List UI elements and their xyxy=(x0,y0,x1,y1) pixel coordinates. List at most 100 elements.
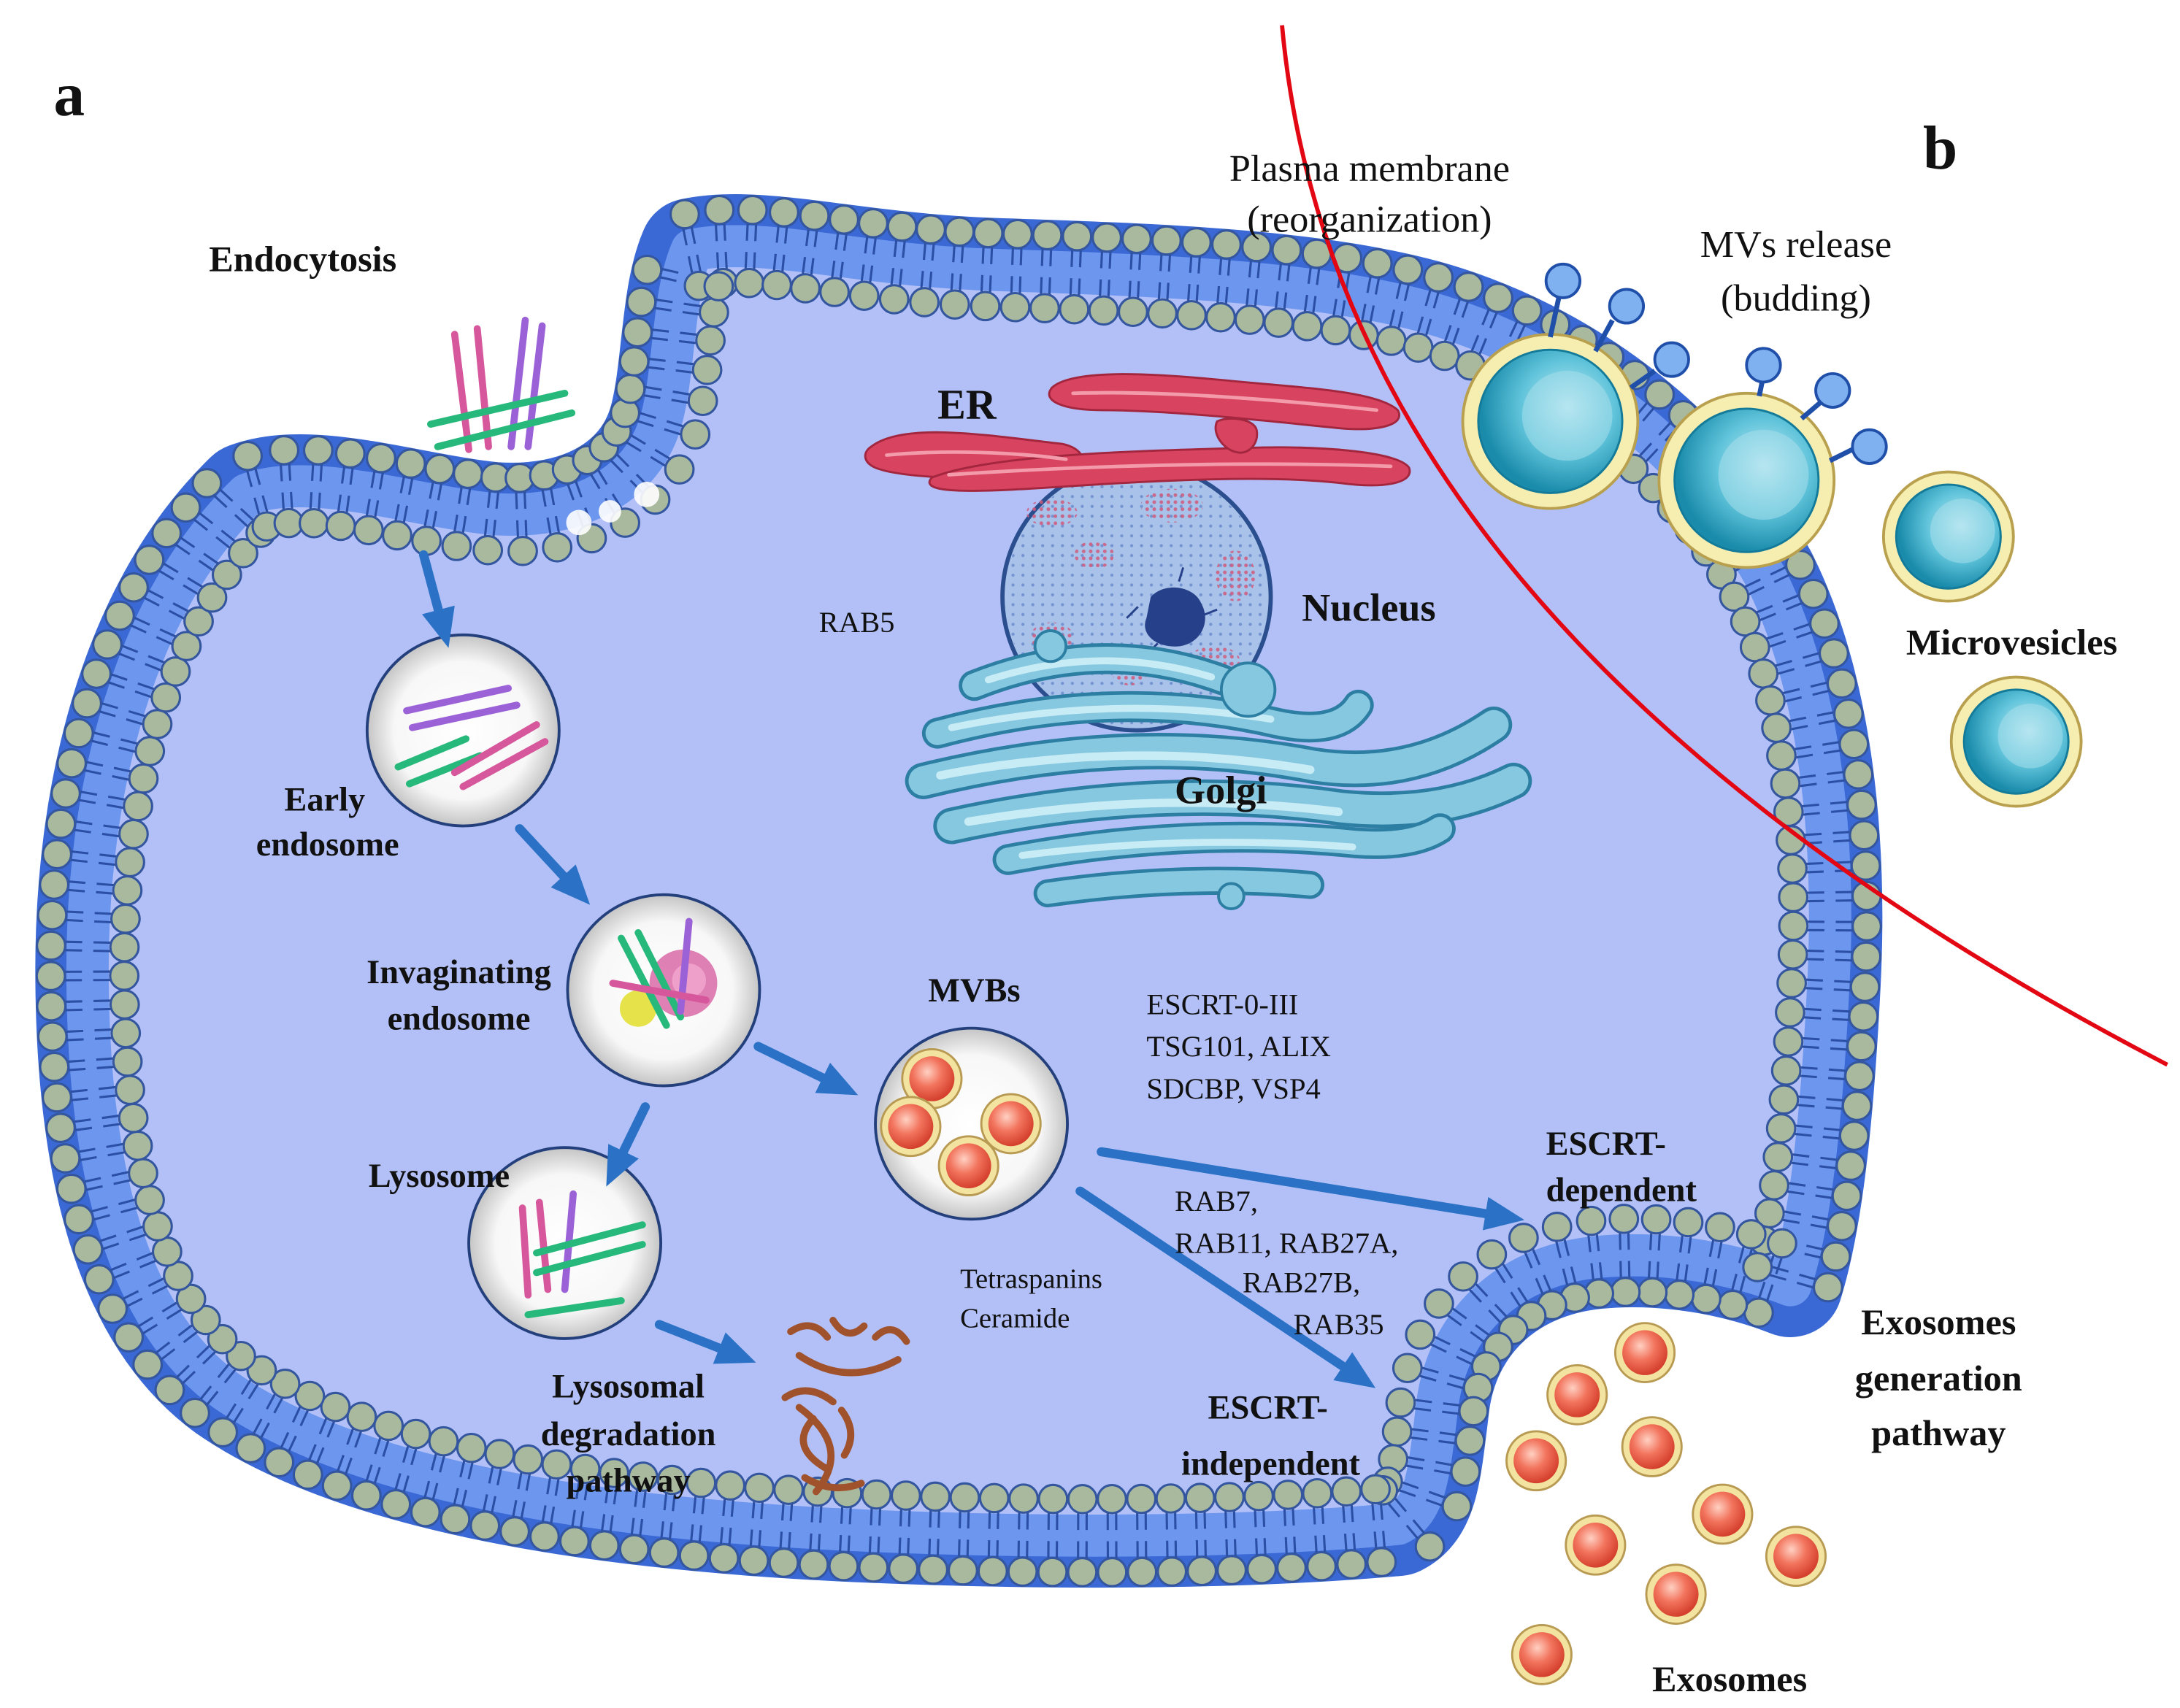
lipid-head xyxy=(1818,638,1849,669)
lipid-tail xyxy=(579,1511,585,1530)
lipid-tail xyxy=(65,1038,84,1042)
lipid-head xyxy=(848,280,880,311)
lipid-head xyxy=(1032,220,1063,250)
lipid-tail xyxy=(94,920,113,924)
lipid-tail xyxy=(137,682,156,690)
lipid-head xyxy=(350,1480,382,1511)
lipid-tail xyxy=(1687,1235,1692,1254)
lipid-tail xyxy=(907,1508,911,1527)
lipid-head xyxy=(128,763,159,794)
lipid-tail xyxy=(223,1367,237,1384)
lipid-head xyxy=(299,508,329,539)
lipid-tail xyxy=(234,514,250,528)
lipid-tail xyxy=(1535,1277,1545,1296)
lipid-tail xyxy=(1820,1156,1839,1161)
lipid-tail xyxy=(370,469,376,488)
lipid-tail xyxy=(495,490,500,509)
lipid-tail xyxy=(1797,774,1816,780)
lipid-tail xyxy=(345,496,350,515)
lipid-tail xyxy=(112,1270,130,1280)
lipid-tail xyxy=(287,1435,297,1453)
lipid-tail xyxy=(1543,1274,1552,1293)
lipid-tail xyxy=(1488,1309,1502,1325)
lipid-head xyxy=(513,1444,544,1475)
lipid-tail xyxy=(137,1316,154,1328)
lipid-head xyxy=(615,373,646,404)
lipid-head xyxy=(1832,699,1864,729)
lipid-tail xyxy=(1554,1239,1562,1258)
lipid-head xyxy=(648,1537,680,1568)
golgi-cisterna xyxy=(905,706,1513,799)
lipid-tail xyxy=(869,265,874,284)
lipid-tail xyxy=(453,1488,459,1507)
lipid-tail xyxy=(96,1065,115,1069)
lipid-tail xyxy=(989,275,992,294)
lipid-tail xyxy=(1470,334,1480,353)
lipid-tail xyxy=(848,1506,852,1525)
lipid-head xyxy=(618,1534,650,1565)
exosome xyxy=(1645,1563,1707,1625)
lipid-tail xyxy=(1343,1534,1348,1553)
lipid-tail xyxy=(142,596,160,607)
lipid-head xyxy=(829,204,859,235)
lipid-head xyxy=(1735,1219,1767,1250)
lipid-tail xyxy=(1018,276,1022,295)
lipid-tail xyxy=(78,1155,97,1162)
invaginating-endosome-label-line2: endosome xyxy=(388,1001,531,1038)
lipid-tail xyxy=(93,941,112,945)
lipid-tail xyxy=(1408,1436,1428,1441)
mvs-release-label: MVs release xyxy=(1700,224,1892,266)
lipid-head xyxy=(1002,218,1033,250)
lipid-tail xyxy=(147,655,166,664)
lipid-head xyxy=(1059,293,1090,325)
lipid-tail xyxy=(482,1494,488,1513)
lipid-tail xyxy=(692,1495,697,1514)
lipid-tail xyxy=(1312,296,1317,315)
lipid-tail xyxy=(1678,1234,1684,1253)
lipid-tail xyxy=(1254,1509,1257,1528)
lipid-tail xyxy=(378,471,385,490)
lipid-tail xyxy=(907,1537,910,1557)
lipid-head xyxy=(798,1549,829,1580)
lipid-head xyxy=(680,419,711,450)
exosomes-pathway-label-line2: generation xyxy=(1855,1358,2022,1399)
lipid-head xyxy=(269,1369,301,1399)
lipid-head xyxy=(1508,1223,1539,1253)
lipid-tail xyxy=(1010,276,1013,295)
lipid-tail xyxy=(120,738,139,745)
surface-receptors xyxy=(1544,262,1888,465)
lipid-head xyxy=(1205,301,1236,333)
lipid-tail xyxy=(225,1403,237,1420)
lipid-tail xyxy=(69,850,89,855)
lipid-tail xyxy=(259,1422,270,1440)
lipid-head xyxy=(1848,1001,1879,1032)
early-endosome xyxy=(365,633,561,828)
lipid-tail xyxy=(671,399,690,404)
lipid-tail xyxy=(109,672,128,681)
lipid-head xyxy=(1846,789,1877,820)
golgi-cisterna xyxy=(992,813,1456,875)
lipid-tail xyxy=(66,1059,85,1063)
lipid-tail xyxy=(1832,831,1851,834)
exosomes-pathway-label-line3: pathway xyxy=(1871,1412,2006,1453)
lipid-tail xyxy=(751,1500,756,1519)
lipid-head xyxy=(999,291,1031,323)
lipid-tail xyxy=(781,1501,785,1521)
lipid-head xyxy=(472,534,504,566)
lipid-tail xyxy=(151,1284,169,1295)
lipid-tail xyxy=(106,804,126,809)
lipid-tail xyxy=(772,253,777,272)
lipid-head xyxy=(246,1355,277,1386)
lipid-tail xyxy=(980,274,984,293)
lipid-head xyxy=(109,961,140,991)
lipid-head xyxy=(123,790,153,822)
lipid-tail xyxy=(89,1206,108,1213)
lipid-head xyxy=(160,656,191,687)
lipid-head xyxy=(1097,1483,1127,1515)
lipid-tail xyxy=(639,1518,644,1538)
lipid-tail xyxy=(1451,327,1460,346)
lipid-tail xyxy=(101,1242,120,1251)
lipid-head xyxy=(235,1433,266,1463)
lipid-tail xyxy=(1770,565,1788,576)
lipid-tail xyxy=(722,1497,726,1516)
